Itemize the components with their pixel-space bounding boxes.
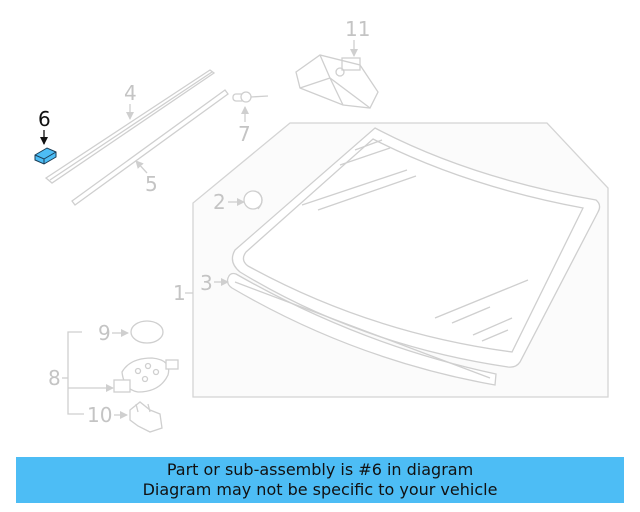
- svg-text:6: 6: [38, 107, 51, 131]
- svg-text:9: 9: [98, 321, 111, 345]
- svg-text:4: 4: [124, 81, 137, 105]
- svg-text:10: 10: [87, 403, 112, 427]
- rain-sensor-8[interactable]: [113, 357, 179, 393]
- bracket-10[interactable]: [129, 401, 163, 433]
- roof-strip-4[interactable]: [44, 69, 216, 184]
- callout-10[interactable]: 10: [87, 403, 128, 427]
- svg-text:5: 5: [145, 172, 158, 196]
- callout-8[interactable]: 8: [48, 331, 114, 415]
- callout-6[interactable]: 6: [38, 107, 51, 145]
- sensor-module-11[interactable]: [295, 54, 379, 109]
- callout-4[interactable]: 4: [124, 81, 137, 120]
- roof-strip-5[interactable]: [71, 89, 229, 206]
- svg-text:2: 2: [213, 190, 226, 214]
- windshield-moulding[interactable]: [226, 272, 497, 386]
- info-banner: Part or sub-assembly is #6 in diagram Di…: [16, 457, 624, 503]
- callout-9[interactable]: 9: [98, 320, 164, 345]
- banner-line-disclaimer: Diagram may not be specific to your vehi…: [142, 480, 498, 499]
- callout-1[interactable]: 1: [173, 281, 193, 305]
- callout-5[interactable]: 5: [135, 160, 158, 196]
- banner-line-part: Part or sub-assembly is #6 in diagram: [166, 460, 474, 479]
- windshield-glass[interactable]: [231, 127, 601, 368]
- callout-7[interactable]: 7: [232, 91, 269, 146]
- callout-11[interactable]: 11: [345, 17, 370, 57]
- callout-3[interactable]: 3: [200, 271, 229, 295]
- callout-2[interactable]: 2: [213, 190, 263, 214]
- svg-text:8: 8: [48, 366, 61, 390]
- bracket-part-6-icon[interactable]: [34, 147, 57, 165]
- svg-text:3: 3: [200, 271, 213, 295]
- svg-text:7: 7: [238, 122, 251, 146]
- svg-text:1: 1: [173, 281, 186, 305]
- svg-text:11: 11: [345, 17, 370, 41]
